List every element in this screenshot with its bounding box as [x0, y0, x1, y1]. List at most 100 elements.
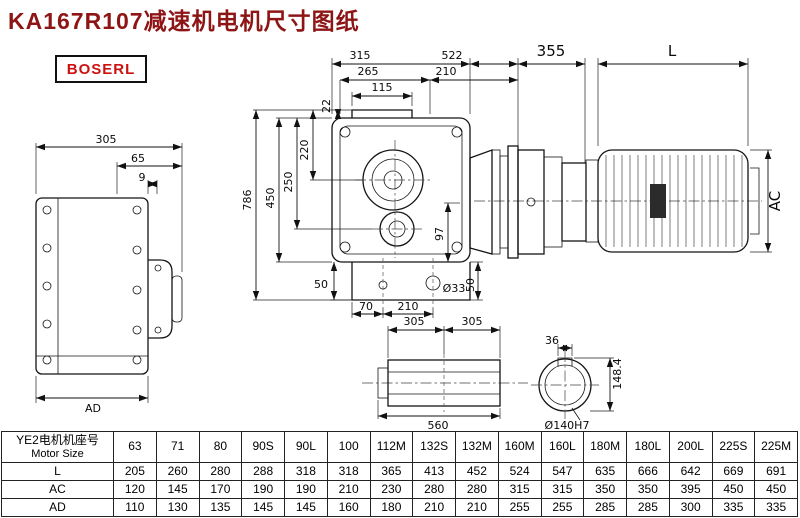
row-label: AC	[1, 480, 114, 499]
size-col: 100	[326, 431, 371, 463]
size-col: 90L	[284, 431, 328, 463]
front-view-drawing: 315 522 265 210 115 22	[241, 49, 519, 318]
dim-front-450: 450	[264, 188, 277, 209]
cell: 318	[284, 462, 328, 481]
cell: 335	[754, 498, 798, 517]
size-col: 90S	[241, 431, 285, 463]
cell: 285	[626, 498, 670, 517]
dim-shaft-560: 560	[428, 419, 449, 431]
cell: 350	[583, 480, 627, 499]
row-label: AD	[1, 498, 114, 517]
table-row-header: YE2电机机座号 Motor Size 63 71 80 90S 90L 100…	[1, 431, 798, 463]
cell: 190	[284, 480, 328, 499]
cell: 335	[711, 498, 756, 517]
motor-view-drawing: 355 L AC	[469, 42, 784, 259]
dim-motor-AC: AC	[766, 191, 784, 211]
dim-front-97: 97	[433, 227, 446, 241]
dim-bore-dia140: Ø140H7	[545, 419, 590, 431]
table-header-motor-size: YE2电机机座号 Motor Size	[1, 431, 114, 463]
size-col: 71	[155, 431, 200, 463]
cell: 255	[497, 498, 542, 517]
cell: 180	[369, 498, 414, 517]
size-col: 132M	[455, 431, 499, 463]
cell: 210	[412, 498, 456, 517]
cell: 691	[754, 462, 798, 481]
table-row-AC: AC 120 145 170 190 190 210 230 280 280 3…	[1, 480, 798, 499]
cell: 642	[668, 462, 713, 481]
cell: 160	[326, 498, 371, 517]
cell: 145	[155, 480, 200, 499]
cell: 210	[455, 498, 499, 517]
dim-shaft-305-a: 305	[404, 315, 425, 328]
row-label: L	[1, 462, 114, 481]
cell: 280	[455, 480, 499, 499]
cell: 210	[326, 480, 371, 499]
cell: 450	[711, 480, 756, 499]
header-en: Motor Size	[31, 447, 84, 460]
size-col: 63	[113, 431, 157, 463]
logo-text: BOSERL	[66, 60, 136, 78]
dim-front-70: 70	[359, 300, 373, 313]
size-col: 160L	[540, 431, 585, 463]
cell: 145	[241, 498, 285, 517]
cell: 450	[754, 480, 798, 499]
cell: 300	[668, 498, 713, 517]
dim-front-265: 265	[358, 65, 379, 78]
page-title: KA167R107减速机电机尺寸图纸	[8, 8, 360, 34]
dim-motor-L: L	[668, 42, 677, 60]
cell: 130	[155, 498, 200, 517]
size-col: 160M	[497, 431, 542, 463]
cell: 547	[540, 462, 585, 481]
cell: 110	[113, 498, 157, 517]
cell: 190	[241, 480, 285, 499]
size-col: 112M	[369, 431, 414, 463]
dim-motor-355: 355	[537, 42, 566, 60]
logo-badge: BOSERL	[55, 55, 147, 83]
table-row-L: L 205 260 280 288 318 318 365 413 452 52…	[1, 462, 798, 481]
cell: 230	[369, 480, 414, 499]
cell: 666	[626, 462, 670, 481]
bore-view-drawing: 36 148.4 Ø140H7	[531, 334, 624, 431]
cell: 315	[540, 480, 585, 499]
cell: 669	[711, 462, 756, 481]
dim-side-305: 305	[96, 133, 117, 146]
size-col: 225S	[711, 431, 756, 463]
dim-bore-36: 36	[545, 334, 559, 347]
dim-front-210-bottom: 210	[398, 300, 419, 313]
dim-front-250: 250	[282, 172, 295, 193]
dim-shaft-305-b: 305	[462, 315, 483, 328]
cell: 205	[113, 462, 157, 481]
dim-front-dia33: Ø33	[443, 282, 466, 295]
header-cn: YE2电机机座号	[16, 432, 99, 447]
dim-front-315: 315	[350, 49, 371, 62]
dim-front-50-right: 50	[464, 278, 477, 292]
cell: 280	[198, 462, 243, 481]
cell: 120	[113, 480, 157, 499]
dim-side-9: 9	[139, 171, 146, 184]
cell: 255	[540, 498, 585, 517]
dim-bore-148: 148.4	[611, 358, 624, 390]
cell: 170	[198, 480, 243, 499]
cell: 635	[583, 462, 627, 481]
side-view-drawing: 305 65 9 AD	[35, 133, 183, 415]
cell: 452	[455, 462, 499, 481]
cell: 315	[497, 480, 542, 499]
motor-size-table: YE2电机机座号 Motor Size 63 71 80 90S 90L 100…	[1, 431, 798, 517]
dimension-drawing: 305 65 9 AD	[35, 42, 784, 431]
size-col: 225M	[754, 431, 798, 463]
dim-front-220: 220	[298, 140, 311, 161]
dim-side-65: 65	[131, 152, 145, 165]
dim-front-522: 522	[442, 49, 463, 62]
shaft-view-drawing: 305 305 560	[362, 315, 528, 431]
size-col: 200L	[668, 431, 713, 463]
size-col: 180L	[626, 431, 670, 463]
cell: 318	[326, 462, 371, 481]
dim-front-22: 22	[320, 99, 333, 113]
cell: 260	[155, 462, 200, 481]
table-row-AD: AD 110 130 135 145 145 160 180 210 210 2…	[1, 498, 798, 517]
dim-front-115: 115	[372, 81, 393, 94]
dim-front-210-top: 210	[436, 65, 457, 78]
cell: 288	[241, 462, 285, 481]
size-col: 132S	[412, 431, 456, 463]
